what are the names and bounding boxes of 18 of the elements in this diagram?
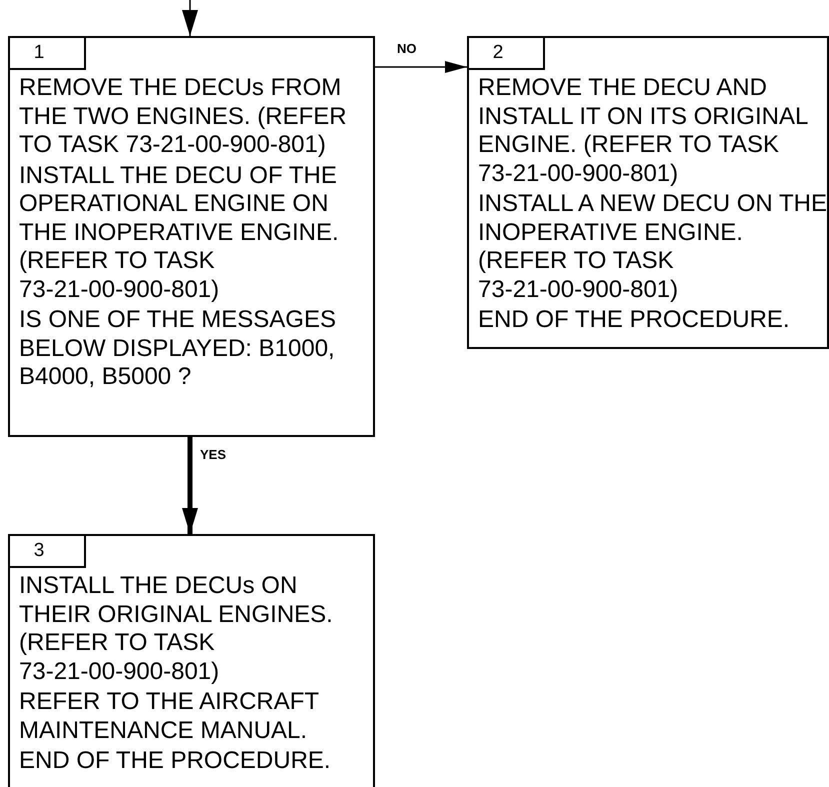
step-text: END OF THE PROCEDURE. <box>478 306 791 334</box>
step-text: IS ONE OF THE MESSAGES BELOW DISPLAYED: B1000, B4000, B5000 ? <box>19 306 337 392</box>
arrow <box>182 0 198 36</box>
step-text: END OF THE PROCEDURE. <box>19 747 332 776</box>
step-number: 1 <box>10 38 86 70</box>
step-number: 3 <box>10 536 86 568</box>
arrow <box>182 437 198 534</box>
step-text: REMOVE THE DECU AND INSTALL IT ON ITS ORIGINAL ENGINE. (REFER TO TASK 73-21-00-900-801) <box>478 74 808 188</box>
step-box <box>8 534 375 787</box>
step-box <box>467 36 829 349</box>
arrow <box>375 61 467 73</box>
step-number: 2 <box>469 38 545 70</box>
step-text: REMOVE THE DECUs FROM THE TWO ENGINES. (REFER TO TASK 73-21-00-900-801) <box>19 74 348 160</box>
step-text: REFER TO THE AIRCRAFT MAINTENANCE MANUAL. <box>19 688 320 745</box>
step-text: INSTALL THE DECU OF THE OPERATIONAL ENGINE ON THE INOPERATIVE ENGINE. (REFER TO TASK 73-21-00-900-801) <box>19 162 340 304</box>
step-text: INSTALL A NEW DECU ON THE INOPERATIVE ENGINE. (REFER TO TASK 73-21-00-900-801) <box>478 190 827 304</box>
step-box <box>8 36 375 437</box>
step-text: INSTALL THE DECUs ON THEIR ORIGINAL ENGINES. (REFER TO TASK 73-21-00-900-801) <box>19 572 334 686</box>
